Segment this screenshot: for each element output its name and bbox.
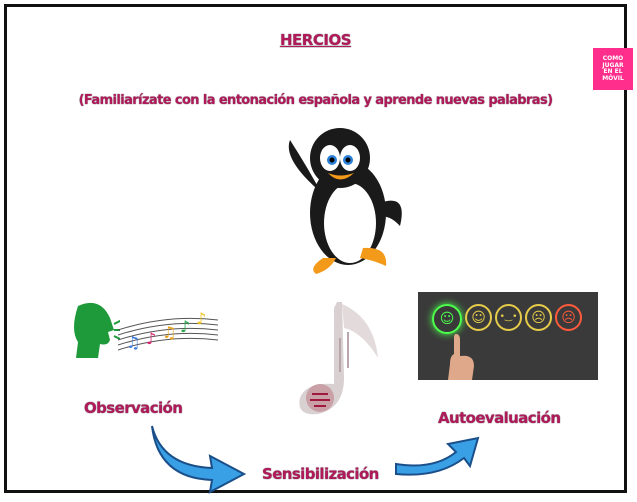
self-assessment-label: Autoevaluación: [438, 409, 561, 427]
badge-line: EN EL: [603, 68, 623, 75]
svg-text:♪: ♪: [146, 329, 156, 348]
penguin-illustration: [288, 128, 402, 274]
smile-face-icon: ☺: [465, 304, 492, 331]
word-cloud-music-note-image: [299, 302, 378, 415]
music-notes-icon: ♫ ♪ ♫ ♪ ♪: [118, 309, 218, 352]
curved-arrow-icon: [151, 425, 247, 494]
speaking-head-icon: [74, 302, 120, 358]
svg-text:♪: ♪: [196, 309, 206, 328]
sad-face-icon: ☹: [525, 304, 552, 331]
how-to-play-mobile-button[interactable]: COMO JUGAR EN EL MÓVIL: [593, 48, 633, 90]
self-assessment-faces-image: ☺ ☺ •‿• ☹ ☹: [418, 292, 598, 380]
pointing-hand-icon: [448, 334, 474, 380]
badge-line: MÓVIL: [602, 74, 624, 82]
neutral-face-icon: •‿•: [495, 304, 522, 331]
observation-label: Observación: [84, 399, 183, 417]
page-title: HERCIOS: [280, 31, 352, 49]
svg-text:♪: ♪: [180, 317, 190, 336]
happy-face-icon: ☺: [432, 304, 462, 334]
svg-text:♫: ♫: [126, 333, 140, 352]
badge-line: COMO: [602, 55, 624, 62]
page-subtitle: (Familiarízate con la entonación español…: [78, 93, 553, 108]
sensitization-label: Sensibilización: [262, 465, 379, 483]
curved-arrow-icon: [395, 436, 480, 476]
badge-line: JUGAR: [602, 61, 624, 69]
svg-text:♫: ♫: [162, 323, 176, 342]
angry-face-icon: ☹: [555, 304, 582, 331]
